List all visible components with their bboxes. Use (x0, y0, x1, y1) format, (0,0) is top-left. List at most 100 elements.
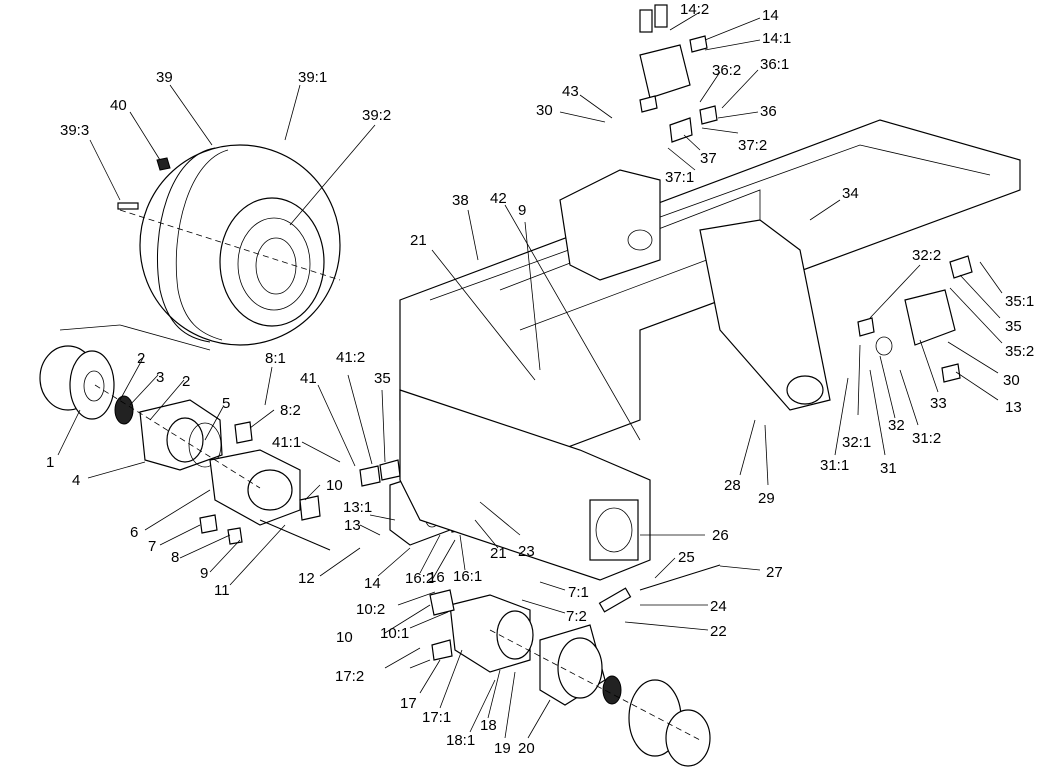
callout-7: 7 (148, 538, 156, 555)
leader-9b (209, 539, 241, 573)
callout-32: 32 (888, 417, 905, 434)
leader-8-2 (249, 409, 275, 429)
callout-10b: 10 (336, 629, 353, 646)
leader-37-1 (667, 147, 696, 171)
elbow-fitting-10 (299, 495, 321, 521)
leader-41-1 (301, 441, 341, 463)
callout-38: 38 (452, 192, 469, 209)
leader-32 (879, 355, 896, 419)
leader-10b (384, 604, 431, 634)
callout-42: 42 (490, 190, 507, 207)
callout-3: 3 (156, 369, 164, 386)
lower-motor-face (496, 610, 534, 660)
leader-16-2 (419, 534, 441, 574)
callout-40: 40 (110, 97, 127, 114)
lower-gearbox-bore (557, 637, 603, 699)
leader-18-1 (469, 679, 496, 733)
drive-axis-line (94, 384, 261, 489)
right-drive (429, 564, 721, 767)
callout-31-2: 31:2 (912, 430, 941, 447)
leader-20 (527, 699, 551, 739)
callout-12: 12 (298, 570, 315, 587)
callout-7-1: 7:1 (568, 584, 589, 601)
leader-10a (304, 484, 321, 501)
tire-assembly (117, 144, 341, 346)
callout-29: 29 (758, 490, 775, 507)
leader-29 (764, 424, 769, 486)
leader-4 (87, 461, 146, 479)
leader-23 (479, 501, 521, 536)
callout-31: 31 (880, 460, 897, 477)
callout-33: 33 (930, 395, 947, 412)
callout-16-2: 16:2 (405, 570, 434, 587)
callout-35a: 35 (1005, 318, 1022, 335)
callout-7-2: 7:2 (566, 608, 587, 625)
leader-3 (129, 374, 159, 406)
leader-14-2 (669, 11, 701, 31)
callout-1: 1 (46, 454, 54, 471)
callout-26: 26 (712, 527, 729, 544)
callout-37: 37 (700, 150, 717, 167)
fitting-43 (639, 95, 658, 113)
fitting-8 (227, 527, 243, 545)
leader-31-1 (834, 377, 849, 456)
leader-7 (159, 524, 201, 546)
callout-9b: 9 (200, 565, 208, 582)
callout-17-1: 17:1 (422, 709, 451, 726)
hub-center (83, 370, 105, 402)
callout-8-1: 8:1 (265, 350, 286, 367)
leader-22 (624, 621, 709, 631)
leader-35b (381, 389, 386, 463)
callout-28: 28 (724, 477, 741, 494)
leader-17 (419, 659, 441, 694)
leader-16-1 (459, 534, 466, 571)
callout-13a: 13 (1005, 399, 1022, 416)
left-wheel-hub (39, 324, 211, 425)
callout-10-2: 10:2 (356, 601, 385, 618)
leader-28 (739, 419, 756, 476)
leader-13b (359, 524, 381, 536)
leader-36 (717, 111, 759, 119)
fitting-32-2 (949, 255, 973, 279)
callout-36-1: 36:1 (760, 56, 789, 73)
tire-tread-line (175, 149, 229, 341)
leader-19 (504, 671, 516, 739)
leader-41-2 (347, 374, 373, 465)
lower-hub-body (665, 709, 711, 767)
callout-30a: 30 (536, 102, 553, 119)
leader-9a (524, 221, 541, 371)
callout-19: 19 (494, 740, 511, 757)
leader-5 (204, 406, 224, 441)
callout-22: 22 (710, 623, 727, 640)
right-valve-body (904, 289, 956, 346)
leader-21b (474, 519, 499, 549)
callout-4: 4 (72, 472, 80, 489)
cable-27 (639, 564, 721, 591)
leader-1 (57, 409, 81, 456)
callout-37-1: 37:1 (665, 169, 694, 186)
callout-34: 34 (842, 185, 859, 202)
pivot-hole (627, 229, 653, 251)
main-frame (399, 119, 1021, 581)
leader-7-2 (521, 599, 566, 614)
callout-41: 41 (300, 370, 317, 387)
leader-35a (959, 274, 1001, 319)
leader-13-1 (369, 514, 396, 521)
callout-14-2: 14:2 (680, 1, 709, 18)
leader-21a (431, 249, 536, 381)
rear-upright-left (559, 169, 661, 281)
leader-12 (319, 547, 361, 577)
hub-link-line (59, 324, 121, 331)
callout-41-2: 41:2 (336, 349, 365, 366)
leader-41 (317, 384, 356, 467)
fitting-32 (857, 317, 875, 337)
callout-30b: 30 (1003, 372, 1020, 389)
callout-8-2: 8:2 (280, 402, 301, 419)
leader-31 (869, 369, 886, 456)
leader-14 (704, 17, 761, 41)
leader-43 (579, 94, 613, 119)
leader-42 (504, 204, 641, 441)
leader-16 (431, 539, 456, 581)
callout-36-2: 36:2 (712, 62, 741, 79)
